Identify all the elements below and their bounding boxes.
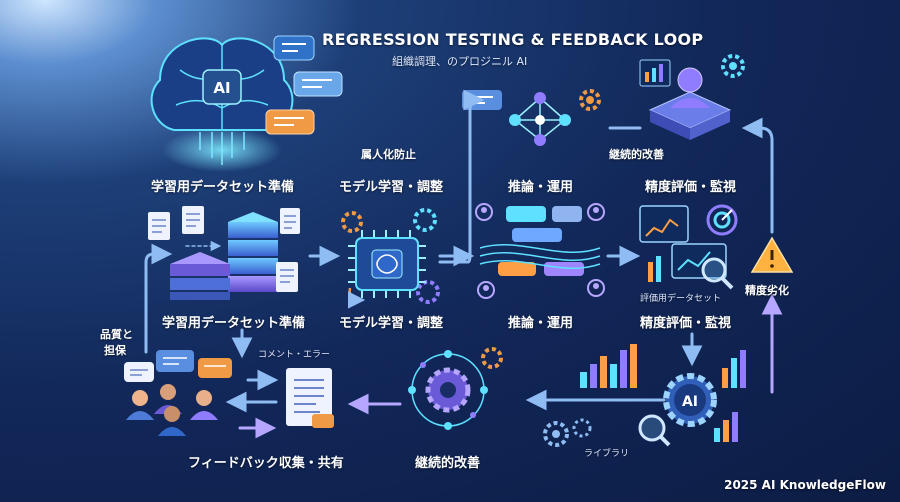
label-feedback: フィードバック収集・共有 [188,456,344,471]
gear-icon [721,54,745,78]
bar-chart-icon [722,350,746,388]
bar-chart-icon [648,256,661,282]
diagram-title: REGRESSION TESTING & FEEDBACK LOOP [322,30,704,49]
label-mid-inference: 推論・運用 [508,316,574,331]
magnifier-icon [701,257,734,290]
person-icon [648,67,732,140]
label-quality-line2: 担保 [104,344,126,357]
person-icon [477,281,495,299]
label-mid-model-training: モデル学習・調整 [339,316,444,331]
label-comment-error: コメント・エラー [258,350,331,360]
chip-badge: AI [682,394,698,410]
bar-chart-icon [580,344,637,388]
label-mid-data-prep: 学習用データセット準備 [162,316,306,331]
label-top-evaluation: 精度評価・監視 [645,180,737,195]
target-icon [706,204,738,236]
person-icon [475,203,493,221]
person-icon [126,384,218,436]
document-icon [182,206,204,234]
person-icon [587,203,605,221]
gear-icon [416,280,440,304]
document-icon [286,368,334,428]
bar-chart-icon [714,412,738,442]
brain-badge: AI [213,79,230,97]
gear-icon [579,89,601,111]
gear-icon [413,208,437,232]
gear-icon [481,347,503,369]
chat-bubble-icon [265,109,315,135]
diagram-subtitle: 組織調理、のプロジニル AI [392,55,528,68]
chat-bubble-icon [462,90,502,110]
dashboard-icon [671,243,727,279]
chat-bubble-icon [273,35,315,61]
bar-chart-icon [639,59,671,87]
chat-bubble-icon [156,350,194,372]
chat-bubble-icon [293,71,343,97]
server-stack-icon [228,212,278,292]
document-icon [276,262,298,292]
gear-icon [572,418,592,438]
chat-bubble-icon [498,206,584,276]
brain-icon: AI [150,37,294,172]
warning-icon [750,236,794,273]
dashboard-icon [639,205,689,243]
network-icon [509,92,571,146]
network-icon [408,350,488,430]
label-top-model-training: モデル学習・調整 [339,180,444,195]
gear-icon [543,421,569,447]
label-continuous-improvement: 継続的改善 [415,456,481,471]
data-stream-lines [479,244,601,269]
label-prevent-personalization: 属人化防止 [361,148,416,161]
label-quality-line1: 品質と [100,328,133,341]
label-top-inference: 推論・運用 [508,180,574,195]
label-top-data-prep: 学習用データセット準備 [151,180,295,195]
gear-icon [425,367,471,413]
chat-bubble-icon [124,362,154,382]
chip-icon [348,230,426,298]
gear-icon [341,211,363,233]
label-eval-dataset: 評価用データセット [640,294,722,304]
label-continuous-improvement-top: 継続的改善 [609,148,664,161]
document-icon [280,208,300,234]
document-icon [148,212,170,240]
server-stack-icon [170,252,230,300]
label-accuracy-degradation: 精度劣化 [745,284,789,297]
magnifier-icon [638,414,671,447]
label-mid-evaluation: 精度評価・監視 [640,316,732,331]
flow-arrows [144,89,783,439]
gear-icon: AI [663,373,717,427]
person-icon [587,279,605,297]
label-library: ライブラリ [584,449,630,459]
chat-bubble-icon [198,358,232,378]
brand-label: 2025 AI KnowledgeFlow [724,478,886,492]
